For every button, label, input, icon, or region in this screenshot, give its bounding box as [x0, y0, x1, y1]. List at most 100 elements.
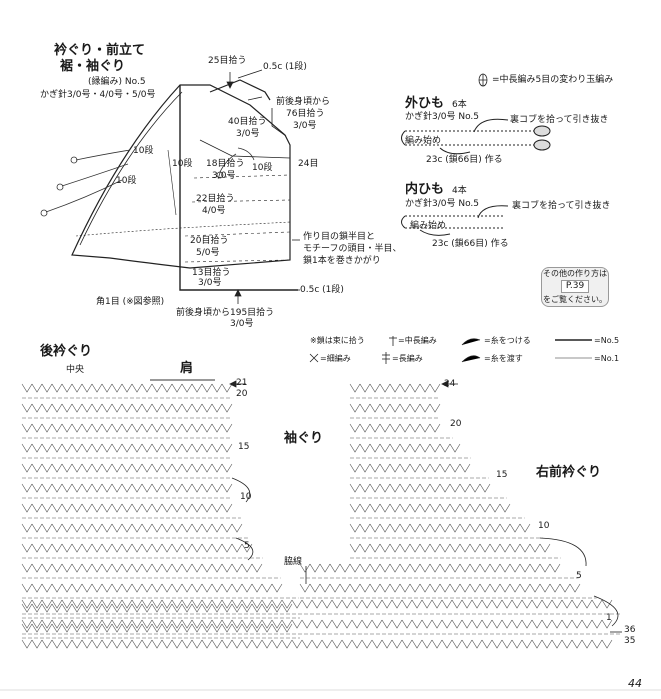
reference-badge: その他の作り方は P.39 をご覧ください。: [541, 267, 609, 307]
label-sakusei-c: 鎖1本を巻きかがり: [303, 256, 381, 266]
label-13-b: 3/0号: [198, 278, 222, 288]
label-195: 前後身頃から195目拾う: [176, 308, 275, 318]
stitch-row: [21, 543, 253, 553]
badge-line1: その他の作り方は: [543, 269, 607, 278]
schematic-arrows: [226, 69, 300, 304]
label-40-a: 40目拾う: [228, 117, 267, 127]
label-76-c: 3/0号: [293, 121, 317, 131]
stitch-row: [21, 483, 233, 493]
label-24-stitches: 24目: [298, 159, 319, 169]
label-76-b: 76目拾う: [286, 109, 325, 119]
label-25-stitches: 25目拾う: [208, 56, 247, 66]
row-label-20: 20: [236, 389, 248, 399]
edging-hooks: かぎ針3/0号・4/0号・5/0号: [40, 90, 156, 100]
center-label: 中央: [66, 365, 85, 375]
label-18-a: 18目拾う: [206, 159, 245, 169]
stitch-row: [299, 563, 561, 573]
row-label-24: 24: [444, 379, 456, 389]
label-18-b: 3/0号: [212, 171, 236, 181]
stitch-row: [349, 443, 461, 453]
label-10dan-c: 10段: [172, 159, 193, 169]
stitch-row: [21, 503, 233, 513]
legend-no1: =No.1: [594, 354, 620, 363]
stitch-row: [21, 403, 233, 413]
row-arrows: [150, 379, 622, 633]
label-sakusei-a: 作り目の鎖半目と: [303, 232, 376, 242]
edging-title-line1: 衿ぐり・前立て: [54, 43, 146, 58]
label-20-a: 20目拾う: [190, 236, 229, 246]
stitch-row: [349, 383, 441, 393]
outer-cord-hook: かぎ針3/0号 No.5: [405, 112, 480, 122]
stitch-row: [349, 523, 531, 533]
stitch-row: [21, 639, 613, 649]
stitch-row: [21, 603, 293, 613]
label-05c-bottom: 0.5c (1段): [300, 285, 344, 295]
row-label-36: 36: [624, 625, 636, 635]
row-label-15r: 15: [496, 470, 508, 480]
stitch-row: [21, 523, 243, 533]
stitch-row: [21, 623, 293, 633]
stitch-row: [21, 599, 613, 609]
side-seam-label: 脇線: [284, 557, 303, 567]
row-label-10: 10: [240, 492, 252, 502]
stitch-row: [349, 503, 511, 513]
stitch-row: [349, 423, 441, 433]
edging-title-line2: 裾・袖ぐり: [60, 59, 126, 74]
label-40-b: 3/0号: [236, 129, 260, 139]
row-label-5: 5: [244, 541, 250, 551]
label-76-a: 前後身頃から: [276, 97, 331, 107]
legend-ito-tsukeru: =糸をつける: [484, 336, 531, 345]
sleeve-label: 袖ぐり: [284, 431, 324, 446]
label-22-a: 22目拾う: [196, 194, 235, 204]
outer-cord-start: 編み始め: [405, 136, 442, 146]
stitch-row: [21, 619, 613, 629]
row-label-1: 1: [606, 613, 612, 623]
stitch-row: [21, 383, 233, 393]
label-10dan-b: 10段: [116, 176, 137, 186]
outer-cord-drawing: [401, 118, 551, 155]
stitch-chart-back: [21, 383, 620, 649]
inner-cord-hook: かぎ針3/0号 No.5: [405, 199, 480, 209]
legend-no5: =No.5: [594, 336, 620, 345]
inner-cord-title: 内ひも: [405, 182, 445, 197]
outer-cord-pull: 裏コブを拾って引き抜き: [510, 115, 609, 125]
label-20-b: 5/0号: [196, 248, 220, 258]
inner-cord-start: 編み始め: [410, 221, 447, 231]
row-label-10r: 10: [538, 521, 550, 531]
stitch-row: [299, 583, 581, 593]
inner-cord-count: 4本: [452, 186, 467, 196]
edging-subtitle: (縁編み) No.5: [88, 77, 146, 87]
stitch-row: [349, 463, 471, 473]
legend-note1: ※鎖は束に拾う: [310, 336, 365, 345]
label-22-b: 4/0号: [202, 206, 226, 216]
outer-cord-count: 6本: [452, 100, 467, 110]
legend-komaami: =細編み: [320, 354, 351, 363]
label-05c-top: 0.5c (1段): [263, 62, 307, 72]
label-10dan-d: 10段: [252, 163, 273, 173]
inner-cord-pull: 裏コブを拾って引き抜き: [512, 201, 611, 211]
badge-line2: をご覧ください。: [543, 295, 607, 304]
row-label-15: 15: [238, 442, 250, 452]
label-13-a: 13目拾う: [192, 268, 231, 278]
stitch-row: [21, 423, 233, 433]
stitch-row: [349, 543, 551, 553]
label-195-b: 3/0号: [230, 319, 254, 329]
stitch-row: [21, 583, 283, 593]
inner-cord-drawing: [401, 205, 509, 236]
right-front-label: 右前衿ぐり: [536, 465, 602, 480]
legend-line-samples: [309, 336, 592, 364]
shoulder-label: 肩: [180, 361, 194, 376]
legend-chunaga: =中長編み: [398, 336, 437, 345]
label-10dan-a: 10段: [133, 146, 154, 156]
badge-page: P.39: [560, 280, 590, 293]
label-corner: 角1目 (※図参照): [96, 297, 165, 307]
row-label-21: 21: [236, 378, 248, 388]
label-sakusei-b: モチーフの頭目・半目、: [303, 244, 402, 254]
schematic-cords: [40, 147, 255, 217]
inner-cord-length: 23c (鎖66目) 作る: [432, 239, 509, 249]
row-label-35: 35: [624, 636, 636, 646]
row-label-20r: 20: [450, 419, 462, 429]
stitch-row: [349, 403, 441, 413]
stitch-row: [21, 443, 233, 453]
